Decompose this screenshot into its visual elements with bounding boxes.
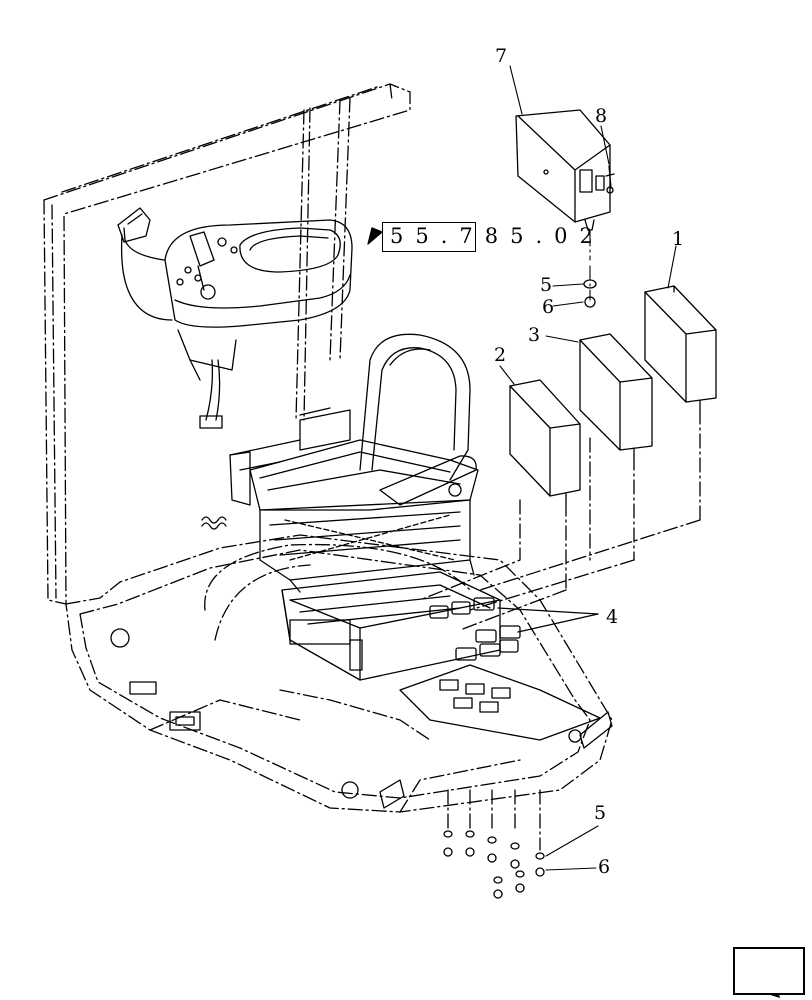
control-module bbox=[515, 109, 611, 231]
controller-box-1 bbox=[644, 285, 717, 521]
spring bbox=[201, 516, 227, 530]
washers-and-nuts bbox=[443, 279, 597, 899]
floor-plate bbox=[110, 628, 613, 809]
isolators bbox=[429, 597, 599, 661]
controller-box-3 bbox=[579, 333, 653, 561]
control-console bbox=[117, 207, 353, 429]
next-page-button[interactable] bbox=[733, 947, 805, 995]
callout-8: 8 bbox=[595, 105, 608, 127]
callout-6-upper: 6 bbox=[542, 296, 555, 318]
connector bbox=[605, 165, 615, 194]
callout-1: 1 bbox=[672, 228, 685, 250]
callout-2: 2 bbox=[494, 344, 507, 366]
callout-4: 4 bbox=[606, 606, 619, 628]
cab-frame bbox=[43, 83, 613, 851]
callout-5-lower: 5 bbox=[594, 802, 607, 824]
callout-5-upper: 5 bbox=[540, 274, 553, 296]
reference-label[interactable]: 55.785.02 bbox=[390, 224, 605, 248]
reference-arrow bbox=[367, 227, 383, 245]
seat-suspension bbox=[281, 571, 501, 681]
callout-6-lower: 6 bbox=[598, 856, 611, 878]
callout-3: 3 bbox=[528, 324, 541, 346]
controller-box-2 bbox=[509, 379, 581, 591]
reference-box[interactable] bbox=[382, 222, 476, 252]
operator-seat bbox=[229, 333, 479, 593]
callout-7: 7 bbox=[495, 45, 508, 67]
